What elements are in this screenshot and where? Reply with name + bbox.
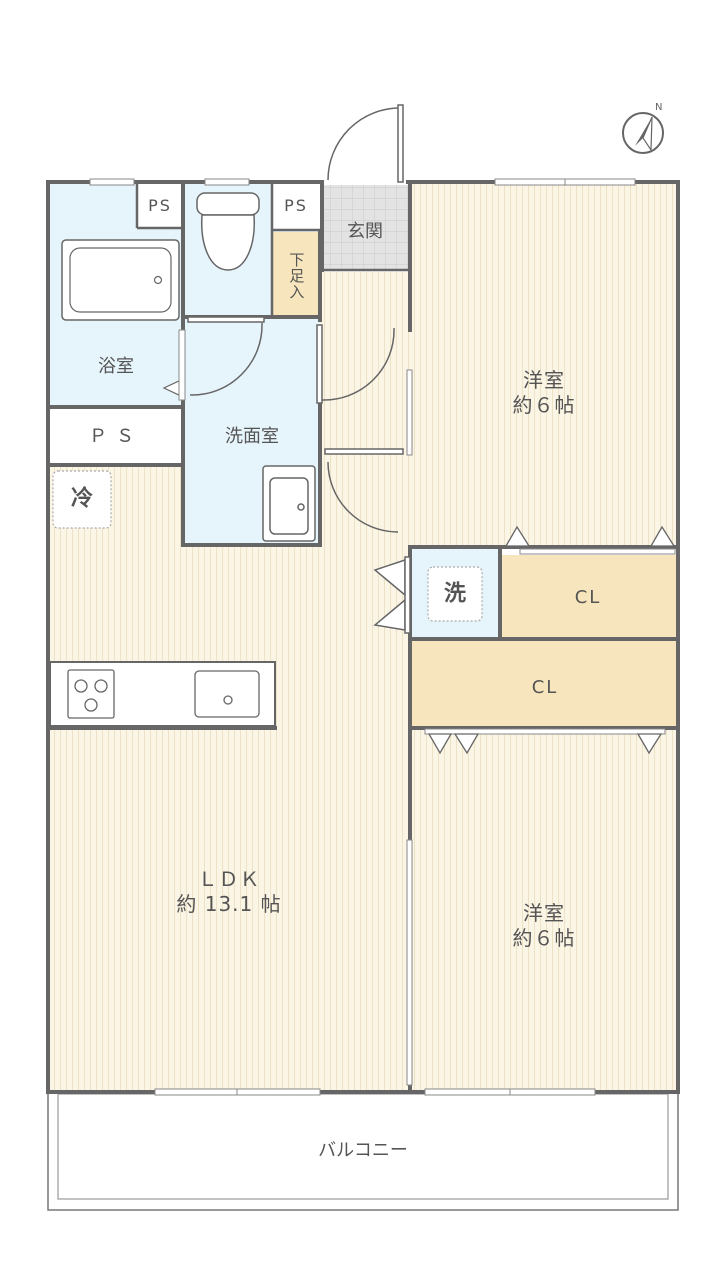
compass-north-icon: N: [622, 102, 664, 154]
western-room-1-name: 洋室: [523, 368, 565, 392]
western-room-2-size: 約６帖: [512, 926, 576, 950]
ps-label-3: ＰＳ: [89, 425, 143, 447]
thin-walls: [135, 182, 408, 318]
hallway-floor: [320, 272, 410, 467]
closet-lower-label: CL: [531, 676, 559, 698]
closet-door-triangles: [427, 525, 676, 755]
ldk-name: ＬＤＫ: [197, 867, 261, 891]
ps-box-2: [272, 182, 320, 230]
shoe-box-label: 下足入: [287, 252, 306, 300]
kitchen-sink-icon: [194, 670, 260, 718]
western-room-2-floor: [410, 728, 678, 1092]
washroom-label: 洗面室: [225, 425, 279, 447]
western-room-1-label: 洋室 約６帖: [513, 368, 576, 418]
western-room-2-label: 洋室 約６帖: [513, 901, 576, 951]
ps-box-1: [137, 182, 183, 228]
western-room-1-size: 約６帖: [512, 393, 576, 417]
sink-icon: [262, 465, 316, 542]
ps-label-1: PS: [148, 196, 172, 215]
closet-upper: [500, 555, 678, 639]
balcony-outline: [47, 1091, 679, 1211]
fridge-box: [52, 470, 112, 529]
toilet-icon: [196, 192, 260, 271]
entrance-floor: [322, 185, 408, 270]
balcony-label: バルコニー: [318, 1139, 408, 1161]
bath-door-frame: [178, 329, 186, 401]
ps-box-3: [48, 407, 183, 465]
washer-label: 洗: [443, 581, 467, 607]
windows: [89, 178, 636, 1096]
svg-text:N: N: [655, 102, 662, 113]
ldk-floor: [48, 465, 410, 1092]
sliding-doors: [406, 369, 676, 1086]
western-room-1-floor: [410, 182, 678, 547]
western-room-2-name: 洋室: [523, 901, 565, 925]
ps-label-2: PS: [284, 196, 308, 215]
ldk-size: 約 13.1 帖: [176, 892, 282, 916]
shoe-box: [272, 232, 320, 318]
doors: [187, 104, 411, 634]
bathroom-label: 浴室: [98, 355, 134, 377]
washer-box: [427, 566, 483, 622]
entrance-label: 玄関: [347, 220, 383, 242]
closet-lower: [410, 641, 678, 728]
bathtub-icon: [61, 239, 180, 321]
fridge-label: 冷: [70, 486, 94, 512]
walls: [46, 180, 680, 1094]
ldk-label: ＬＤＫ 約 13.1 帖: [176, 867, 281, 917]
closet-upper-label: CL: [574, 586, 602, 608]
stove-icon: [67, 669, 115, 719]
